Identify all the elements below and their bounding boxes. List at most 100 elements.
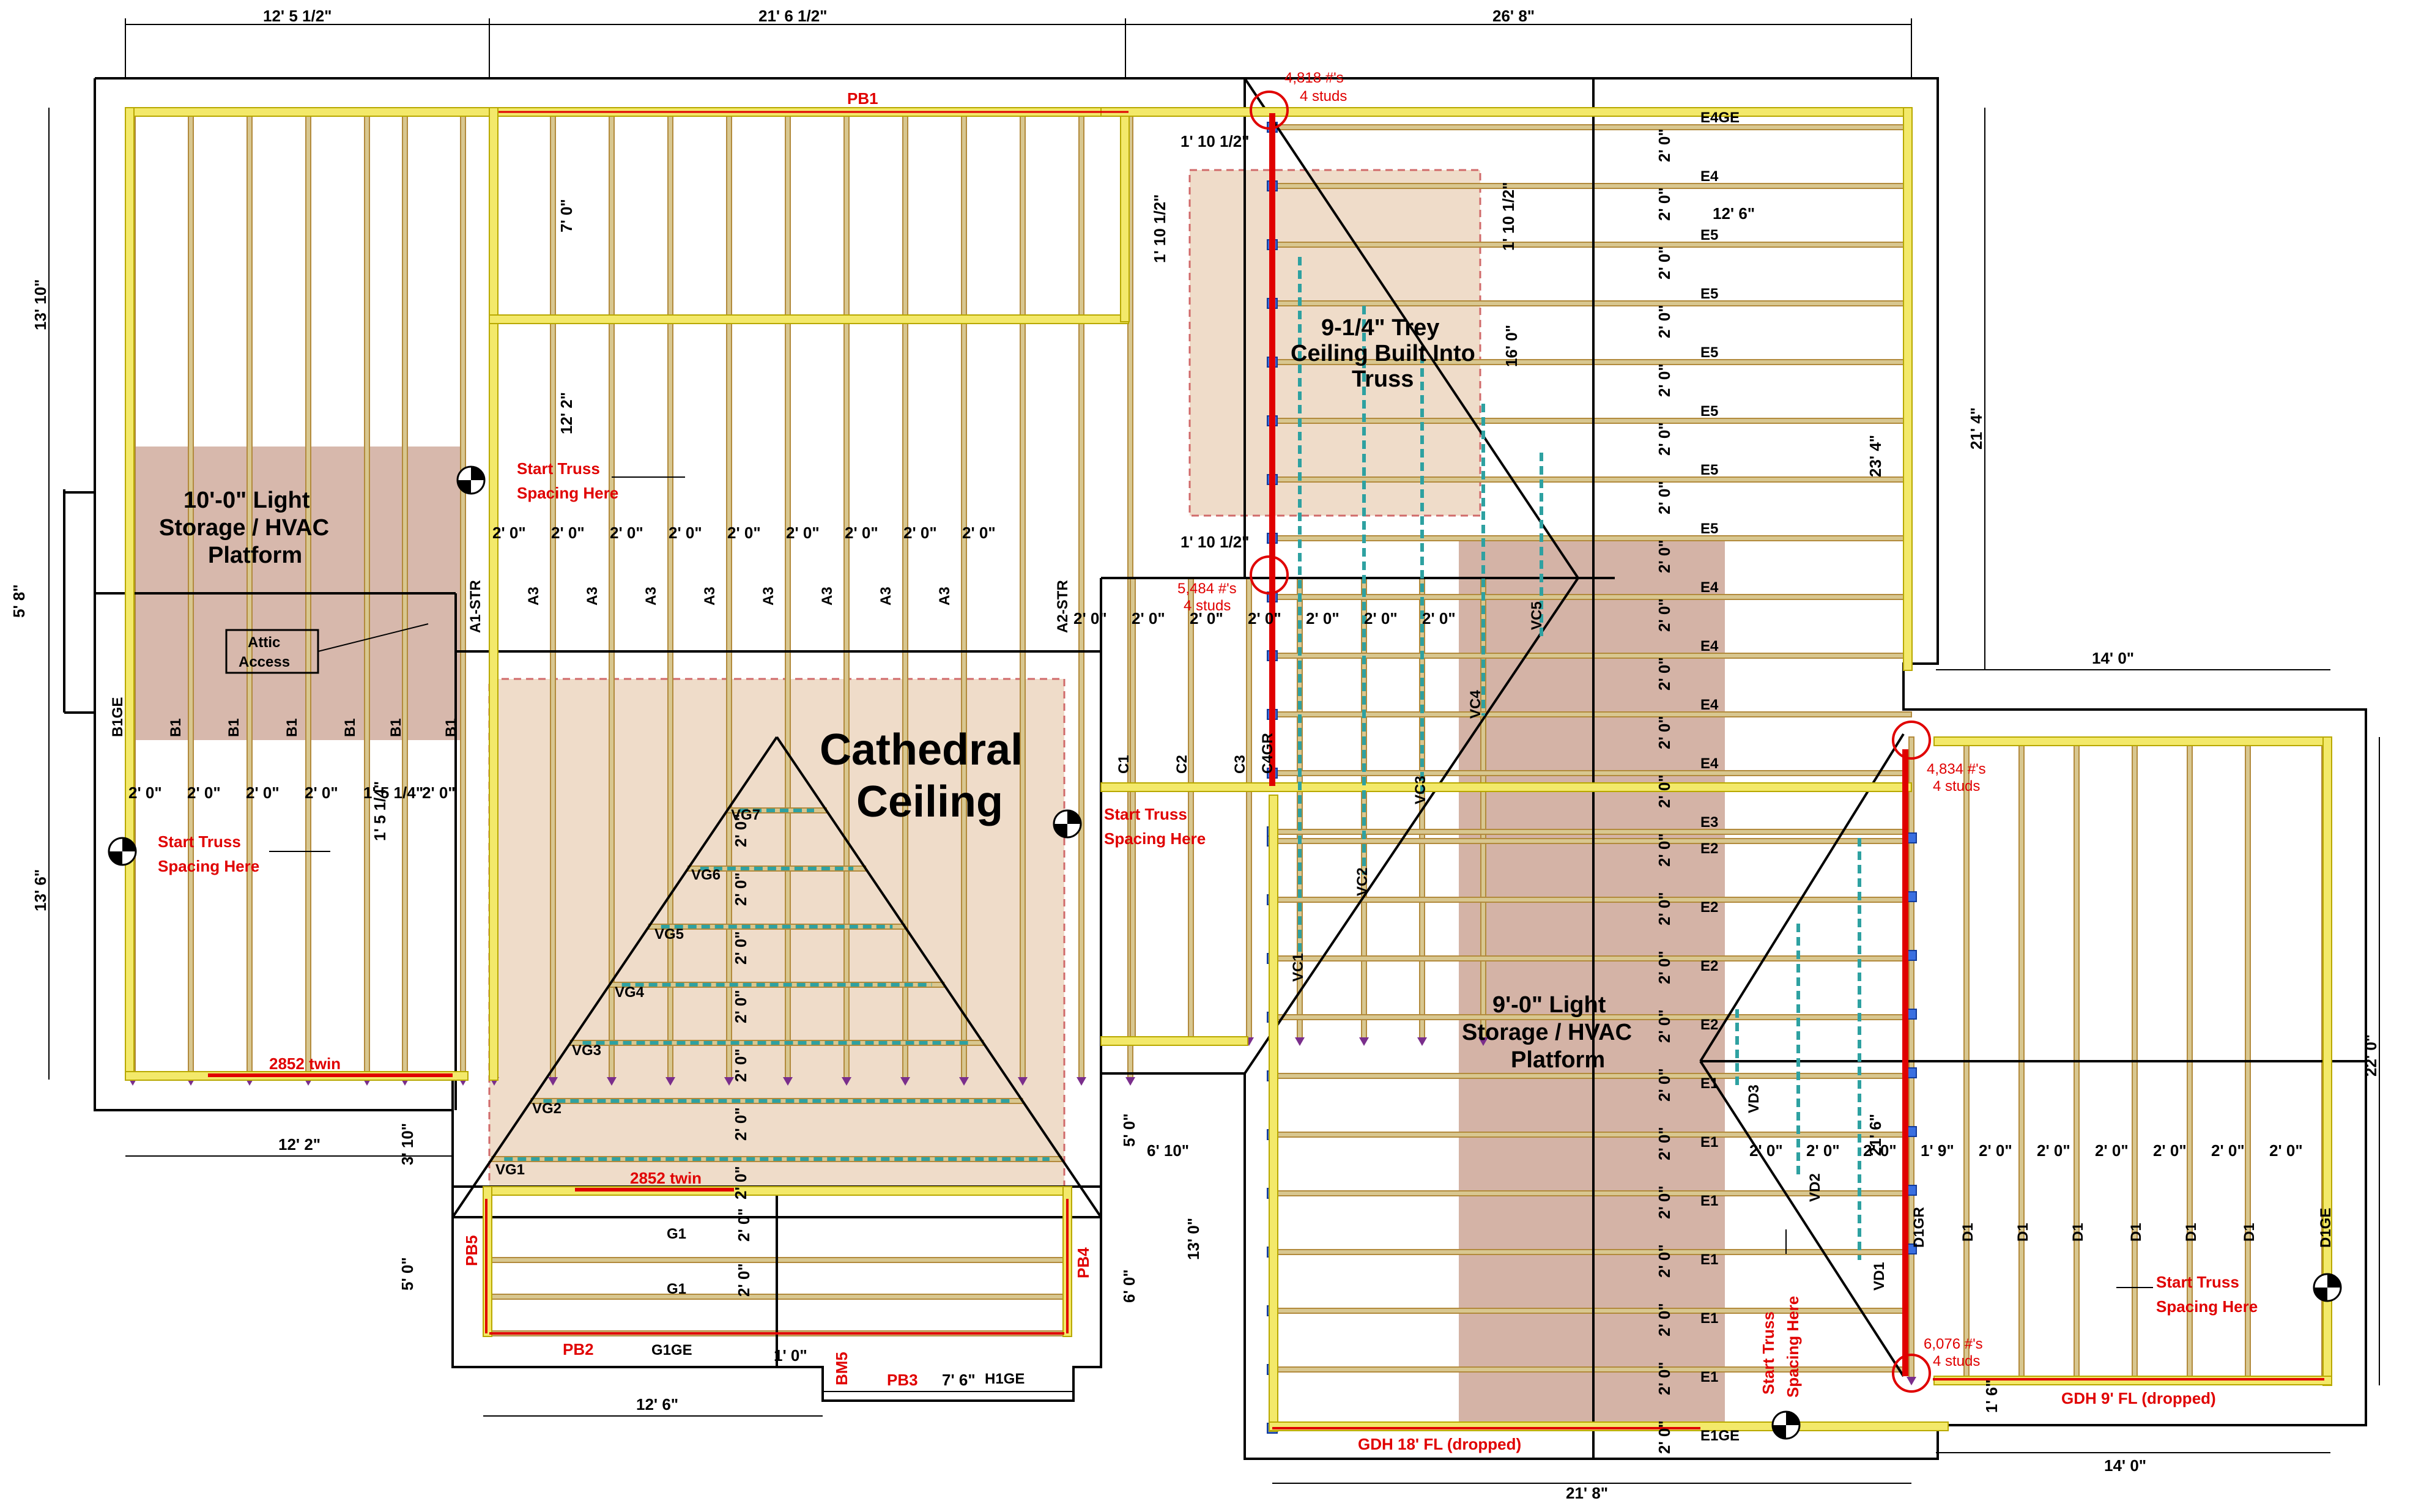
truss-e-top-8 bbox=[1272, 594, 1912, 600]
cathedral-1: Cathedral bbox=[820, 725, 1023, 774]
beams bbox=[208, 111, 2324, 1429]
spacing-e-21: 2' 0" bbox=[1655, 1362, 1673, 1395]
label-b-3: B1 bbox=[284, 718, 300, 737]
hanger-marker bbox=[724, 1077, 734, 1086]
hanger-marker bbox=[1295, 1037, 1305, 1046]
dim-top-3: 26' 8" bbox=[1492, 7, 1535, 25]
label-e-bot-10: E1GE bbox=[1700, 1428, 1740, 1444]
truss-e-bot-1 bbox=[1272, 897, 1912, 903]
dim-misc-3-10: 3' 10" bbox=[398, 1123, 417, 1165]
label-h-0: H1GE bbox=[985, 1371, 1025, 1387]
label-e-top-1: E4 bbox=[1700, 168, 1719, 185]
hanger-marker bbox=[665, 1077, 675, 1086]
label-e-bot-0: E2 bbox=[1700, 840, 1718, 857]
start-text-4b: Spacing Here bbox=[2156, 1297, 2258, 1316]
label-b-2: B1 bbox=[226, 718, 242, 737]
start-text-2b: Spacing Here bbox=[158, 857, 259, 875]
truss-d-6 bbox=[2245, 736, 2251, 1380]
load4-b: 4 studs bbox=[1933, 1353, 1980, 1369]
dim-misc-23-4: 23' 4" bbox=[1866, 435, 1885, 477]
dim-bot-1: 12' 2" bbox=[278, 1135, 321, 1154]
attic-2: Access bbox=[239, 654, 290, 670]
truss-a-1 bbox=[550, 107, 556, 1080]
label-e-bot-6: E1 bbox=[1700, 1193, 1718, 1209]
start-text-3b: Spacing Here bbox=[1104, 829, 1206, 848]
dim-top-2: 21' 6 1/2" bbox=[758, 7, 827, 25]
spacing-b-4: 1' 5 1/4" bbox=[363, 784, 423, 802]
spacing-b-5: 2' 0" bbox=[422, 784, 456, 802]
truss-e-bot-9 bbox=[1272, 1366, 1912, 1373]
truss-d-4 bbox=[2132, 736, 2138, 1380]
label-g-2: G1GE bbox=[651, 1342, 692, 1358]
label-bm5: BM5 bbox=[832, 1352, 851, 1385]
spacing-c-2: 2' 0" bbox=[1190, 609, 1223, 628]
spacing-g-1: 2' 0" bbox=[735, 1263, 753, 1297]
label-a-5: A3 bbox=[760, 587, 777, 606]
label-a-9: A2-STR bbox=[1054, 580, 1071, 633]
label-vg-2: VG5 bbox=[654, 926, 684, 943]
label-pb1: PB1 bbox=[847, 89, 878, 108]
label-e-top-3: E5 bbox=[1700, 286, 1718, 302]
label-d-2: D1 bbox=[2015, 1223, 2031, 1242]
label-g-0: G1 bbox=[667, 1226, 686, 1242]
spacing-e-5: 2' 0" bbox=[1655, 422, 1673, 456]
load1-b: 4 studs bbox=[1300, 88, 1347, 105]
spacing-e-2: 2' 0" bbox=[1655, 246, 1673, 280]
spacing-c-0: 2' 0" bbox=[1073, 609, 1107, 628]
trey-2: Ceiling Built Into bbox=[1291, 341, 1475, 366]
spacing-e-17: 2' 0" bbox=[1655, 1127, 1673, 1160]
truss-e-top-3 bbox=[1272, 300, 1912, 306]
spacing-d-0: 1' 9" bbox=[1921, 1141, 1954, 1160]
load3-a: 4,834 #'s bbox=[1927, 761, 1986, 777]
spacing-b-1: 2' 0" bbox=[187, 784, 221, 802]
attic-1: Attic bbox=[248, 634, 280, 651]
spacing-e-3: 2' 0" bbox=[1655, 305, 1673, 338]
dim-bot-4: 21' 8" bbox=[1566, 1484, 1608, 1502]
spacing-c-6: 2' 0" bbox=[1422, 609, 1456, 628]
start-text-1b: Spacing Here bbox=[517, 484, 618, 502]
load2-a: 5,484 #'s bbox=[1177, 580, 1237, 597]
label-a-3: A3 bbox=[643, 587, 659, 606]
truss-e-top-1 bbox=[1272, 183, 1912, 189]
hanger-marker bbox=[1125, 1077, 1135, 1086]
spacing-e-1: 2' 0" bbox=[1655, 187, 1673, 221]
dim-misc-1-10h-d: 1' 10 1/2" bbox=[1499, 182, 1518, 251]
dim-bot-2: 12' 6" bbox=[636, 1395, 678, 1414]
spacing-a-2: 2' 0" bbox=[610, 524, 643, 542]
label-d-1: D1 bbox=[1960, 1223, 1976, 1242]
spacing-a-6: 2' 0" bbox=[845, 524, 878, 542]
label-c-1: C2 bbox=[1174, 755, 1190, 774]
trey-1: 9-1/4" Trey bbox=[1321, 315, 1439, 341]
right-dims: 21' 4" 22' 0" bbox=[1967, 407, 2380, 1077]
truss-b-6 bbox=[460, 107, 466, 1080]
label-a-0: A1-STR bbox=[467, 580, 484, 633]
spacing-e-22: 2' 0" bbox=[1655, 1420, 1673, 1454]
label-pb2: PB2 bbox=[563, 1340, 594, 1358]
spacing-a-1: 2' 0" bbox=[551, 524, 585, 542]
truss-e-bot-0 bbox=[1272, 838, 1912, 844]
truss-e-top-6 bbox=[1272, 476, 1912, 483]
label-e-bot-8: E1 bbox=[1700, 1310, 1718, 1327]
label-a-1: A3 bbox=[525, 587, 542, 606]
dim-misc-16-0: 16' 0" bbox=[1502, 325, 1521, 367]
label-e-top-6: E5 bbox=[1700, 462, 1718, 478]
hanger-marker bbox=[900, 1077, 910, 1086]
spacing-d-6: 2' 0" bbox=[2269, 1141, 2303, 1160]
truss-a-2 bbox=[609, 107, 615, 1080]
hanger-marker bbox=[1359, 1037, 1369, 1046]
start-text-5b: Spacing Here bbox=[1784, 1296, 1802, 1398]
truss-a-7 bbox=[902, 107, 908, 1080]
label-vc-2: VC3 bbox=[1412, 776, 1429, 804]
dim-misc-5-0b: 5' 0" bbox=[1120, 1113, 1138, 1147]
load2-b: 4 studs bbox=[1184, 598, 1231, 614]
spacing-d-1: 2' 0" bbox=[1979, 1141, 2012, 1160]
label-e-top-9: E4 bbox=[1700, 638, 1719, 654]
truss-a-10 bbox=[1078, 107, 1084, 1080]
spacing-c-3: 2' 0" bbox=[1248, 609, 1281, 628]
truss-e-top-5 bbox=[1272, 418, 1912, 424]
label-gdh18: GDH 18' FL (dropped) bbox=[1358, 1435, 1521, 1453]
platform-right-3: Platform bbox=[1511, 1047, 1605, 1073]
truss-e-top-2 bbox=[1272, 242, 1912, 248]
spacing-e-19: 2' 0" bbox=[1655, 1244, 1673, 1278]
label-b-0: B1GE bbox=[109, 697, 126, 737]
